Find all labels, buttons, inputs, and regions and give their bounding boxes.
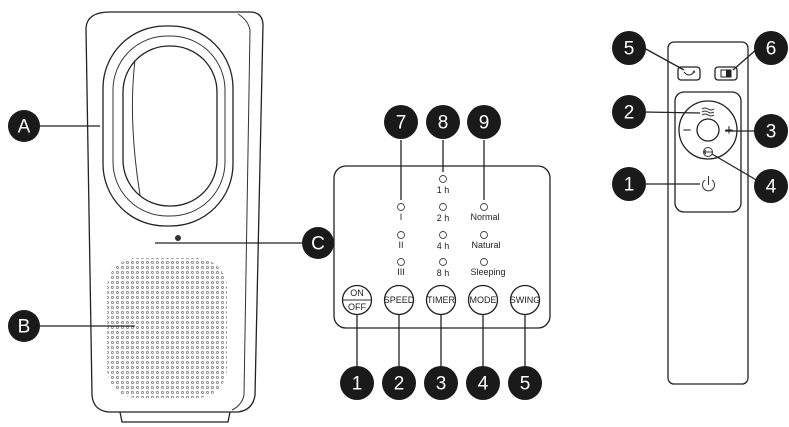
timer-indicator-1 [439,175,447,183]
mode-indicator-3 [480,258,488,266]
remote-body [667,41,749,385]
panel-callout-4-label: 4 [478,374,489,395]
callout-b-label: B [18,317,31,338]
remote-callout-3-badge [754,114,788,148]
remote-callout-5-line [643,47,685,71]
remote-callout-1-badge [612,167,646,201]
outlet-inner-shadow [131,59,141,196]
timer-button[interactable]: TIMER [425,284,457,316]
onoff-button[interactable]: ON OFF [341,284,373,316]
remote-callout-4-line [711,153,759,182]
remote-callout-3-label: 3 [766,122,777,143]
speed-indicator-1 [397,203,405,211]
remote-center-button[interactable] [696,118,720,142]
remote-minus-symbol[interactable]: − [683,122,692,139]
callout-a-label: A [18,117,31,138]
callout-7-badge [384,105,418,139]
timer-label-4: 8 h [437,268,450,278]
panel-callout-3-label: 3 [436,374,447,395]
outlet-outer-ring [102,25,234,227]
remote-callout-6-line [732,47,759,71]
timer-label-2: 2 h [437,213,450,223]
panel-callout-1-label: 1 [352,374,363,395]
timer-label-3: 4 h [437,241,450,251]
remote-dpad-ring [678,100,738,160]
speed-indicator-2 [397,231,405,239]
fan-base [119,411,231,423]
remote-callout-6-label: 6 [766,39,777,60]
callout-b-badge [8,310,40,342]
remote-callout-4-badge [754,169,788,203]
callout-9-badge [467,105,501,139]
callout-c-badge [302,227,334,259]
speed-indicator-3 [397,258,405,266]
timer-button-label: TIMER [427,295,455,305]
remote-callout-5-label: 5 [624,39,635,60]
panel-callout-2-badge [382,366,416,400]
remote-display-button[interactable] [714,66,738,81]
onoff-top-label: ON [350,288,364,298]
outlet-middle-ring [112,35,226,217]
callout-a-badge [8,110,40,142]
remote-power-button[interactable] [702,176,715,192]
outlet-inner-opening [122,45,218,207]
callout-8-label: 8 [438,113,449,134]
mode-indicator-1 [480,203,488,211]
remote-mode-button[interactable] [703,147,713,157]
remote-speed-button[interactable] [701,107,715,117]
callout-8-badge [426,105,460,139]
sensor-dot [175,235,181,241]
fan-body-edge [231,13,251,411]
panel-callout-5-badge [508,366,542,400]
mode-button-label: MODE [470,295,497,305]
panel-callout-5-label: 5 [520,374,531,395]
panel-callout-3-badge [424,366,458,400]
timer-label-1: 1 h [437,185,450,195]
speed-label-1: I [400,212,403,222]
swing-button-label: SWING [510,295,541,305]
panel-callout-1-badge [340,366,374,400]
mode-label-3: Sleeping [470,267,505,277]
mode-label-1: Normal [470,212,499,222]
fan-body [85,11,264,413]
panel-callout-4-badge [466,366,500,400]
speed-label-2: II [398,240,403,250]
callout-9-label: 9 [479,113,490,134]
remote-swing-button[interactable] [677,66,701,81]
timer-indicator-2 [439,203,447,211]
fan-unit [85,11,264,423]
remote-button-panel [674,91,742,213]
control-panel: I II III 1 h 2 h 4 h 8 h Normal Natural … [333,140,551,366]
remote-callout-6-badge [754,31,788,65]
remote-callout-4-label: 4 [766,177,777,198]
remote-callout-2-badge [612,95,646,129]
speed-button-label: SPEED [384,295,415,305]
panel-callout-2-label: 2 [394,374,405,395]
speed-button[interactable]: SPEED [384,284,415,316]
mode-indicator-2 [480,231,488,239]
remote-callout-1-label: 1 [624,175,635,196]
panel-outline [333,165,551,329]
remote-callout-2-line [643,111,701,114]
mode-button[interactable]: MODE [467,284,499,316]
remote-callout-2-label: 2 [624,103,635,124]
callout-c-label: C [311,234,325,255]
mode-label-2: Natural [471,240,500,250]
onoff-bottom-label: OFF [348,302,366,312]
swing-button[interactable]: SWING [510,284,541,316]
remote-control: − + [667,41,749,385]
grille-area [107,258,227,398]
timer-indicator-4 [439,258,447,266]
remote-callout-5-badge [612,31,646,65]
power-icon [702,179,715,192]
speed-label-3: III [397,267,405,277]
timer-indicator-3 [439,231,447,239]
callout-7-label: 7 [396,113,407,134]
